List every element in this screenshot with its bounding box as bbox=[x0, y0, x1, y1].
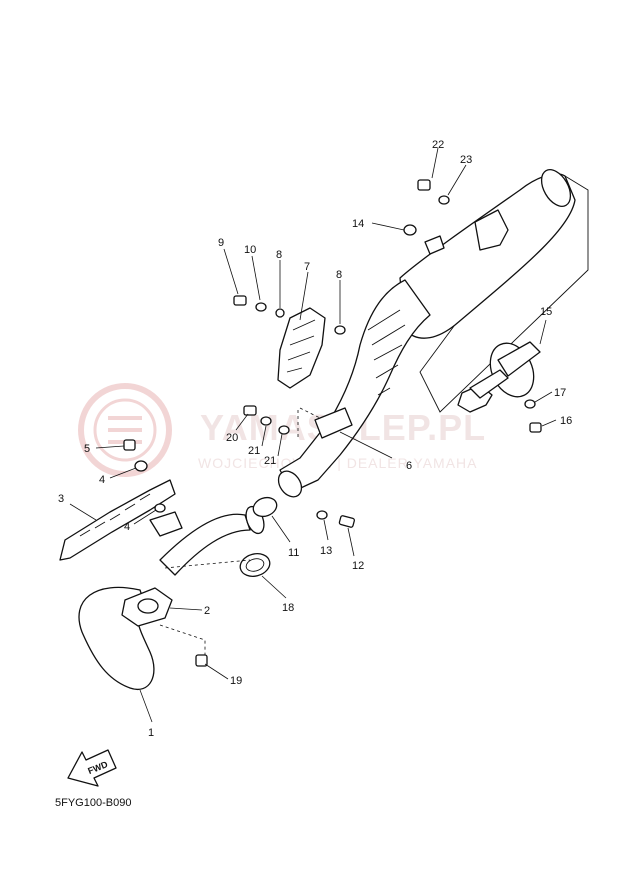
muffler-frame bbox=[419, 175, 589, 413]
callout-5: 5 bbox=[84, 443, 90, 455]
callout-9: 9 bbox=[218, 237, 224, 249]
diagram-code: 5FYG100-B090 bbox=[55, 797, 131, 809]
muffler-body bbox=[399, 173, 576, 339]
muffler bbox=[399, 169, 589, 413]
callouts: 22 23 14 9 10 8 7 8 15 17 16 20 21 21 6 … bbox=[58, 139, 572, 739]
callout-1: 1 bbox=[148, 727, 154, 739]
fwd-arrow-icon: FWD bbox=[67, 749, 117, 787]
end-cap bbox=[457, 341, 541, 413]
callout-18: 18 bbox=[282, 602, 294, 614]
fasteners bbox=[123, 179, 542, 667]
callout-7: 7 bbox=[304, 261, 310, 273]
callout-11: 11 bbox=[288, 547, 299, 559]
protector-3 bbox=[59, 479, 176, 561]
callout-10: 10 bbox=[244, 244, 256, 256]
watermark-tagline: WOJCIECHOWICZ | DEALER YAMAHA bbox=[198, 455, 477, 471]
callout-12: 12 bbox=[352, 560, 364, 572]
leader-lines bbox=[69, 147, 557, 723]
protector-7 bbox=[277, 307, 326, 389]
callout-17: 17 bbox=[554, 387, 566, 399]
muffler-bracket bbox=[474, 209, 509, 251]
callout-16: 16 bbox=[560, 415, 572, 427]
gasket-11 bbox=[252, 496, 278, 518]
callout-21a: 21 bbox=[248, 445, 260, 457]
callout-23: 23 bbox=[460, 154, 472, 166]
callout-8a: 8 bbox=[276, 249, 282, 261]
callout-21b: 21 bbox=[264, 455, 276, 467]
gasket-18 bbox=[239, 553, 271, 577]
callout-13: 13 bbox=[320, 545, 332, 557]
reference-lines bbox=[159, 407, 321, 655]
flange-2 bbox=[121, 587, 173, 627]
callout-8b: 8 bbox=[336, 269, 342, 281]
mid-pipe bbox=[277, 279, 431, 498]
callout-22: 22 bbox=[432, 139, 444, 151]
callout-4b: 4 bbox=[124, 521, 130, 533]
callout-20: 20 bbox=[226, 432, 238, 444]
callout-6: 6 bbox=[406, 460, 412, 472]
callout-4a: 4 bbox=[99, 474, 105, 486]
callout-2: 2 bbox=[204, 605, 210, 617]
callout-14: 14 bbox=[352, 218, 364, 230]
callout-3: 3 bbox=[58, 493, 64, 505]
callout-19: 19 bbox=[230, 675, 242, 687]
callout-15: 15 bbox=[540, 306, 552, 318]
yamaha-logo-icon bbox=[78, 383, 172, 477]
